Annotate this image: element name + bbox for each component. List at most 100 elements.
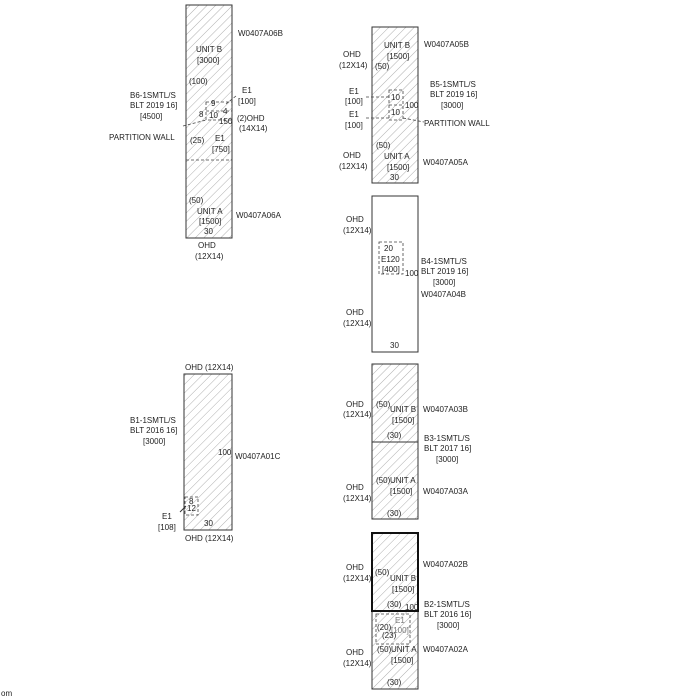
b6-unit-b-label: UNIT B bbox=[196, 45, 222, 54]
b5-name-1: B5-1SMTL/S bbox=[430, 80, 476, 89]
building-b5: OHD (12X14) UNIT B [1500] W0407A05B (50)… bbox=[339, 26, 490, 184]
b6-unit-a-label: UNIT A bbox=[197, 207, 223, 216]
b1-ohd-top: OHD (12X14) bbox=[185, 363, 234, 372]
b4-ohd-bottom-size: (12X14) bbox=[343, 319, 372, 328]
b3-ohd-top-size: (12X14) bbox=[343, 410, 372, 419]
b3-unit-a-label: UNIT A bbox=[390, 476, 416, 485]
b1-name-2: BLT 2016 16] bbox=[130, 426, 177, 435]
b6-n9: 9 bbox=[211, 99, 216, 108]
b6-ohd-bottom-size: (12X14) bbox=[195, 252, 224, 261]
b2-id-bottom: W0407A02A bbox=[423, 645, 469, 654]
b4-e120-box bbox=[378, 241, 404, 275]
b6-e1-b-size: [750] bbox=[212, 145, 230, 154]
building-b6: UNIT B [3000] W0407A06B (100) B6-1SMTL/S… bbox=[109, 4, 283, 261]
b4-outline bbox=[371, 195, 419, 353]
b1-outline bbox=[183, 373, 233, 531]
b2-p50-b: (50) bbox=[375, 568, 390, 577]
b5-unit-b-size: [1500] bbox=[387, 52, 409, 61]
b5-name-2: BLT 2019 16] bbox=[430, 90, 477, 99]
b6-n150: 150 bbox=[219, 117, 233, 126]
b5-n10-a: 10 bbox=[391, 93, 400, 102]
b2-ohd-top-size: (12X14) bbox=[343, 574, 372, 583]
b6-name-2: BLT 2019 16] bbox=[130, 101, 177, 110]
b5-p50-bottom: (50) bbox=[376, 141, 391, 150]
b2-n100: 100 bbox=[405, 603, 419, 612]
b5-ohd-top-size: (12X14) bbox=[339, 61, 368, 70]
b6-e1-b: E1 bbox=[215, 134, 225, 143]
b6-unit-b-size: [3000] bbox=[197, 56, 219, 65]
b1-ohd-bottom: OHD (12X14) bbox=[185, 534, 234, 543]
b4-ohd-top: OHD bbox=[346, 215, 364, 224]
building-b1: OHD (12X14) B1-1SMTL/S BLT 2016 16] [300… bbox=[130, 363, 281, 543]
b2-p30-b: (30) bbox=[387, 600, 402, 609]
b5-unit-a-label: UNIT A bbox=[384, 152, 410, 161]
b4-name-3: [3000] bbox=[433, 278, 455, 287]
b4-e120-size: [400] bbox=[382, 265, 400, 274]
b2-ohd-mid-size: (12X14) bbox=[343, 659, 372, 668]
b5-id-bottom: W0407A05A bbox=[423, 158, 469, 167]
b2-name-3: [3000] bbox=[437, 621, 459, 630]
b6-name-3: [4500] bbox=[140, 112, 162, 121]
b2-p30-a: (30) bbox=[387, 678, 402, 687]
b5-n10-b: 10 bbox=[391, 108, 400, 117]
b2-unit-a-outline bbox=[371, 610, 419, 690]
b6-ohd-side-size: (14X14) bbox=[239, 124, 268, 133]
b6-id-top: W0407A06B bbox=[238, 29, 283, 38]
b6-n4: 4 bbox=[223, 107, 228, 116]
b3-p30-b: (30) bbox=[387, 431, 402, 440]
b6-ohd-side: (2)OHD bbox=[237, 114, 265, 123]
b2-e1-size: [100] bbox=[391, 626, 409, 635]
b2-unit-a-label: UNIT A bbox=[391, 645, 417, 654]
b6-unit-a-size: [1500] bbox=[199, 217, 221, 226]
b5-e1-a-size: [100] bbox=[345, 97, 363, 106]
b4-n30: 30 bbox=[390, 341, 399, 350]
b2-id-top: W0407A02B bbox=[423, 560, 468, 569]
b6-partition-label: PARTITION WALL bbox=[109, 133, 175, 142]
b2-e1: E1 bbox=[395, 616, 405, 625]
b5-unit-a-size: [1500] bbox=[387, 163, 409, 172]
b6-p100: (100) bbox=[189, 77, 208, 86]
b5-ohd-mid: OHD bbox=[343, 151, 361, 160]
b1-e1-leader bbox=[179, 505, 187, 513]
b3-ohd-mid: OHD bbox=[346, 483, 364, 492]
b2-unit-a-size: [1500] bbox=[391, 656, 413, 665]
b2-unit-b-outline bbox=[371, 532, 419, 612]
b1-e1-size: [108] bbox=[158, 523, 176, 532]
b2-unit-b-size: [1500] bbox=[392, 585, 414, 594]
b1-n8: 8 bbox=[189, 497, 194, 506]
b3-unit-b-label: UNIT B bbox=[390, 405, 416, 414]
b1-name-1: B1-1SMTL/S bbox=[130, 416, 176, 425]
b3-p50-a: (50) bbox=[376, 476, 391, 485]
b5-id-top: W0407A05B bbox=[424, 40, 469, 49]
b2-p50-a: (50) bbox=[377, 645, 392, 654]
b3-id-top: W0407A03B bbox=[423, 405, 468, 414]
b5-unit-b-label: UNIT B bbox=[384, 41, 410, 50]
b3-p30-a: (30) bbox=[387, 509, 402, 518]
b2-p20: (20) bbox=[377, 623, 392, 632]
b3-ohd-mid-size: (12X14) bbox=[343, 494, 372, 503]
b1-id: W0407A01C bbox=[235, 452, 281, 461]
b4-name-1: B4-1SMTL/S bbox=[421, 257, 467, 266]
b4-e120: E120 bbox=[381, 255, 400, 264]
b6-p25: (25) bbox=[190, 136, 205, 145]
b6-e1-a: E1 bbox=[242, 86, 252, 95]
b3-name-2: BLT 2017 16] bbox=[424, 444, 471, 453]
b4-n100: 100 bbox=[405, 269, 419, 278]
b4-id: W0407A04B bbox=[421, 290, 466, 299]
corner-text: om bbox=[1, 689, 12, 698]
b3-id-bottom: W0407A03A bbox=[423, 487, 469, 496]
b4-name-2: BLT 2019 16] bbox=[421, 267, 468, 276]
b5-ohd-mid-size: (12X14) bbox=[339, 162, 368, 171]
b6-partition-leader bbox=[182, 119, 207, 127]
building-b4: OHD (12X14) 20 E120 [400] 100 B4-1SMTL/S… bbox=[343, 195, 468, 353]
b6-ohd-bottom: OHD bbox=[198, 241, 216, 250]
b5-n100: 100 bbox=[405, 101, 419, 110]
b6-n10: 10 bbox=[209, 111, 218, 120]
b6-n8: 8 bbox=[199, 110, 204, 119]
b3-name-1: B3-1SMTL/S bbox=[424, 434, 470, 443]
b6-e1-a-size: [100] bbox=[238, 97, 256, 106]
b5-partition-label: PARTITION WALL bbox=[424, 119, 490, 128]
b3-name-3: [3000] bbox=[436, 455, 458, 464]
b1-n100: 100 bbox=[218, 448, 232, 457]
